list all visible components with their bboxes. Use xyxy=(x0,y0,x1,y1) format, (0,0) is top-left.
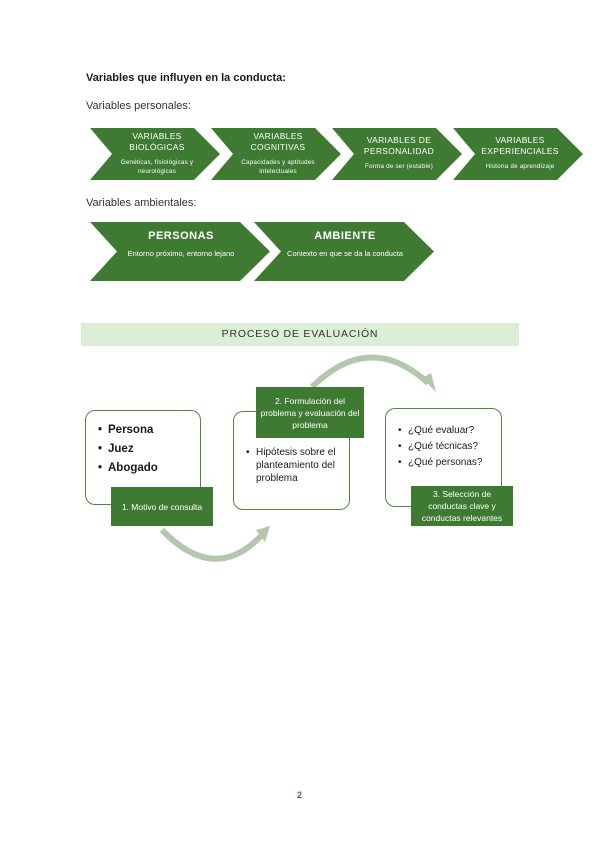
step-3-card: ¿Qué evaluar? ¿Qué técnicas? ¿Qué person… xyxy=(385,408,502,507)
chevron-experienciales-text: VARIABLES EXPERIENCIALES Historia de apr… xyxy=(475,135,565,171)
chevron-ambiente xyxy=(254,222,434,281)
list-item: Persona xyxy=(98,421,158,440)
chevron-personas xyxy=(90,222,270,281)
chevron-desc: Contexto en que se da la conducta xyxy=(287,249,403,258)
list-item: Hipótesis sobre el planteamiento del pro… xyxy=(246,446,344,485)
list-item: ¿Qué personas? xyxy=(398,455,483,471)
chevron-desc: Entorno próximo, entorno lejano xyxy=(127,249,235,258)
personal-variables-label: Variables personales: xyxy=(86,100,191,112)
chevron-personalidad xyxy=(332,128,462,180)
chevron-title: VARIABLES BIOLÓGICAS xyxy=(129,131,185,152)
step-1-label: 1. Motivo de consulta xyxy=(111,487,213,526)
arrow-bottom-head xyxy=(256,526,270,542)
chevron-personas-text: PERSONAS Entorno próximo, entorno lejano xyxy=(120,230,242,259)
list-item: ¿Qué evaluar? xyxy=(398,423,483,439)
chevron-title: VARIABLES EXPERIENCIALES xyxy=(481,135,559,156)
chevron-cognitivas xyxy=(211,128,341,180)
arrow-top-curve xyxy=(309,354,431,390)
step-2-label: 2. Formulación del problema y evaluación… xyxy=(256,387,364,438)
chevron-title: AMBIENTE xyxy=(314,230,376,242)
chevron-desc: Capacidades y aptitudes intelectuales xyxy=(241,159,315,175)
section-heading: Variables que influyen en la conducta: xyxy=(86,72,286,84)
arrow-bottom-curve xyxy=(159,527,265,562)
list-item: Juez xyxy=(98,440,158,459)
process-title-band: PROCESO DE EVALUACIÓN xyxy=(81,323,519,346)
list-item: ¿Qué técnicas? xyxy=(398,439,483,455)
chevron-experienciales xyxy=(453,128,583,180)
chevron-biologicas xyxy=(90,128,220,180)
chevron-ambiente-text: AMBIENTE Contexto en que se da la conduc… xyxy=(284,230,406,259)
chevron-personalidad-text: VARIABLES DE PERSONALIDAD Forma de ser (… xyxy=(354,135,444,171)
chevron-desc: Historia de aprendizaje xyxy=(485,163,555,170)
page-number: 2 xyxy=(296,790,302,800)
list-item: Abogado xyxy=(98,459,158,478)
chevron-title: VARIABLES DE PERSONALIDAD xyxy=(363,135,435,156)
chevron-desc: Forma de ser (estable) xyxy=(364,163,434,170)
environment-variables-label: Variables ambientales: xyxy=(86,197,197,209)
chevron-biologicas-text: VARIABLES BIOLÓGICAS Genéticas, fisiológ… xyxy=(112,131,202,176)
step-2-list: Hipótesis sobre el planteamiento del pro… xyxy=(246,446,344,485)
chevron-desc: Genéticas, fisiológicas y neurológicas xyxy=(120,159,194,175)
chevron-title: VARIABLES COGNITIVAS xyxy=(250,131,306,152)
step-3-list: ¿Qué evaluar? ¿Qué técnicas? ¿Qué person… xyxy=(398,423,483,471)
step-1-list: Persona Juez Abogado xyxy=(98,421,158,478)
chevron-cognitivas-text: VARIABLES COGNITIVAS Capacidades y aptit… xyxy=(233,131,323,176)
chevron-title: PERSONAS xyxy=(148,230,214,242)
step-3-label: 3. Selección de conductas clave y conduc… xyxy=(411,486,513,526)
arrow-top-head xyxy=(422,373,436,392)
